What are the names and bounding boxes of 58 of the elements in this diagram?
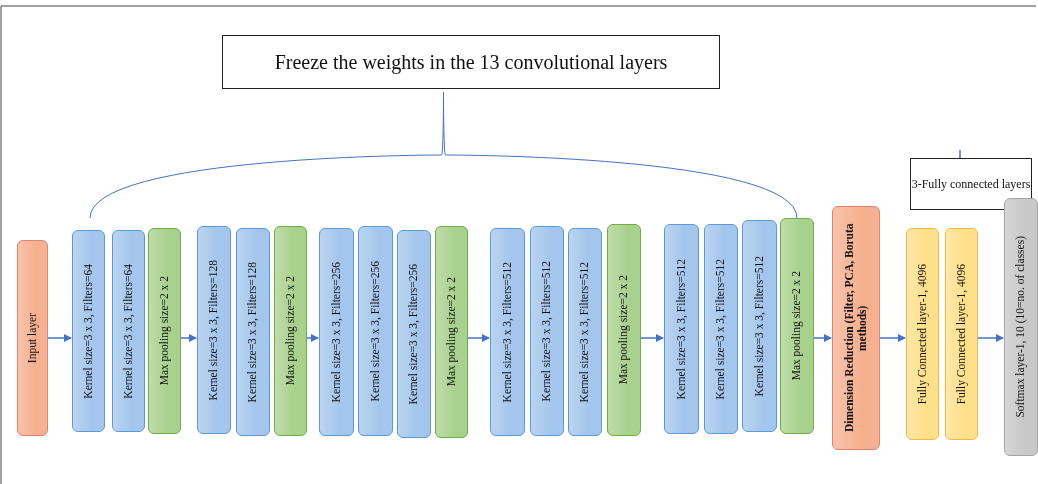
arrow — [47, 334, 72, 342]
process-box — [906, 228, 939, 440]
process-box — [607, 224, 641, 436]
layer-label: Max pooling size=2 x 2 — [790, 271, 804, 381]
layer-label: Max pooling size=2 x 2 — [283, 276, 298, 386]
process-box — [568, 228, 602, 436]
process-box — [704, 224, 738, 434]
layer-label: Dimension Reduction (Filter, PCA, Boruta methods) — [842, 222, 870, 435]
layer-label: Fully Connected layer-1, 4096 — [954, 263, 969, 405]
process-box — [780, 218, 814, 434]
layer-label: Kernel size=3 x 3, Filters=128 — [207, 259, 221, 401]
layer-label: Kernel size=3 x 3, Filters=512 — [500, 261, 514, 403]
layer-label: Softmax layer-1, 10 (10=no. of classes) — [1014, 236, 1028, 418]
process-box — [236, 228, 270, 436]
process-box — [274, 226, 307, 436]
layer-label: Fully Connected layer-1, 4096 — [915, 263, 930, 405]
layer-label: Kernel size=3 x 3, Filters=256 — [329, 261, 343, 403]
process-box — [742, 220, 777, 432]
process-box — [832, 206, 880, 450]
arrow — [977, 334, 1004, 342]
process-box — [397, 230, 431, 438]
note-box — [222, 35, 720, 89]
layer-label: Max pooling size=2 x 2 — [444, 277, 459, 387]
layer-label: Kernel size=3 x 3, Filters=512 — [540, 260, 554, 402]
arrow — [467, 334, 490, 342]
layer-label: Kernel size=3 x 3, Filters=128 — [246, 261, 260, 403]
layer-label: Kernel size=3 x 3, Filters=64 — [81, 263, 95, 399]
arrow — [306, 334, 319, 342]
layer-label: Max pooling size=2 x 2 — [617, 275, 631, 385]
process-box — [197, 226, 231, 434]
layer-label: Kernel size=3 x 3, Filters=64 — [121, 263, 135, 399]
process-box — [17, 240, 48, 436]
process-box — [530, 226, 564, 436]
layer-label: Input layer — [25, 312, 40, 364]
note-box — [910, 158, 1032, 210]
arrow — [879, 334, 906, 342]
arrow — [640, 334, 664, 342]
process-box — [358, 226, 393, 436]
process-box — [945, 228, 978, 440]
process-box — [112, 230, 145, 432]
layer-label: Kernel size=3 x 3, Filters=512 — [578, 261, 592, 403]
arrow — [813, 334, 832, 342]
process-box — [490, 228, 525, 436]
layer-label: Kernel size=3 x 3, Filters=512 — [674, 258, 688, 400]
process-box — [664, 224, 699, 434]
layer-label: Kernel size=3 x 3, Filters=256 — [407, 263, 421, 405]
note-text: Freeze the weights in the 13 convolutional layers — [274, 50, 668, 74]
layer-label: Kernel size=3 x 3, Filters=512 — [752, 255, 766, 397]
process-box — [1004, 198, 1038, 456]
layer-label: Max pooling size=2 x 2 — [157, 276, 172, 386]
process-box — [319, 228, 354, 436]
process-box — [72, 230, 105, 432]
layer-label: Kernel size=3 x 3, Filters=256 — [368, 260, 382, 402]
arrow — [180, 334, 197, 342]
layer-label: Kernel size=3 x 3, Filters=512 — [714, 258, 728, 400]
note-text: 3-Fully connected layers — [911, 176, 1031, 192]
process-box — [148, 228, 181, 434]
process-box — [435, 226, 468, 438]
